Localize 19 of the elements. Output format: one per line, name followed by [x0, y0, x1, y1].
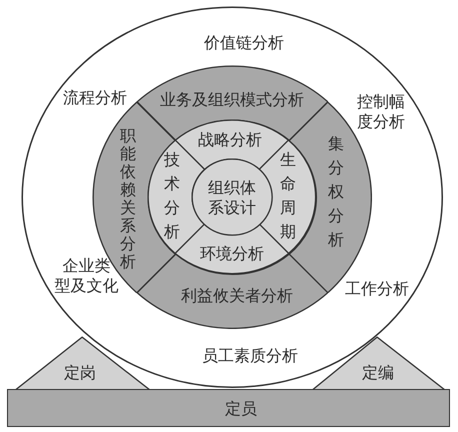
ring-label: 价值链分析 [204, 33, 284, 53]
ring-label: 控制幅度分析 [356, 92, 406, 132]
segment-label: 业务及组织模式分析 [160, 90, 304, 110]
ring-label: 工作分析 [345, 279, 409, 299]
support-label: 定岗 [64, 362, 96, 383]
base-bar [7, 389, 450, 427]
segment-label: 战略分析 [198, 130, 262, 150]
segment-label: 技术分析 [164, 148, 180, 243]
segment-label: 职能依赖关系分析 [120, 126, 136, 271]
segment-label: 生命周期 [280, 148, 296, 243]
segment-label: 集分权分析 [328, 132, 344, 251]
ring-label: 员工素质分析 [202, 346, 298, 366]
center-label: 组织体系设计 [206, 178, 257, 218]
support-label: 定编 [362, 362, 394, 383]
ring-label: 流程分析 [63, 88, 127, 108]
segment-label: 利益攸关者分析 [180, 286, 293, 306]
ring-label: 企业类型及文化 [54, 256, 120, 296]
base-label: 定员 [225, 399, 257, 419]
segment-label: 环境分析 [200, 244, 264, 264]
